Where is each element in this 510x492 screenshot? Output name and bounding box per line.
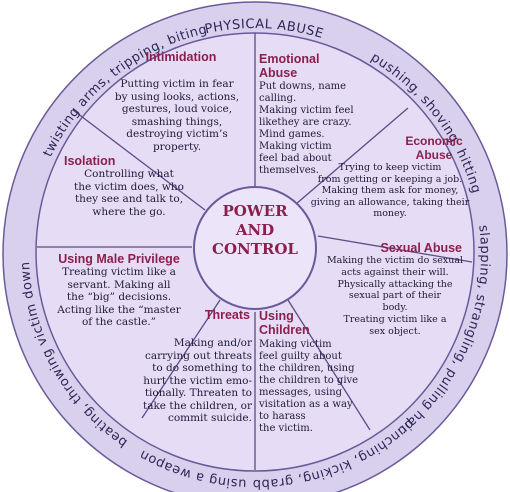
- segment-economic-abuse-title: Economic Abuse: [405, 134, 463, 162]
- segment-isolation-title: Isolation: [64, 154, 116, 168]
- center-disc: [193, 186, 317, 310]
- spokes: [37, 33, 473, 470]
- segment-intimidation-title: Intimidation: [145, 50, 217, 64]
- segment-economic-abuse: Economic Abuse Trying to keep victim fro…: [306, 134, 474, 220]
- segment-isolation-body: Controlling what the victim does, who th…: [74, 168, 184, 218]
- segment-using-children-body: Making victim feel guilty about the chil…: [259, 339, 359, 434]
- center-label: POWER AND CONTROL: [205, 202, 305, 259]
- segment-using-children-title: Using Children: [259, 309, 310, 337]
- segment-isolation: Isolation Controlling what the victim do…: [58, 154, 200, 218]
- spoke-top-left: [72, 109, 206, 211]
- segment-economic-abuse-body: Trying to keep victim from getting or ke…: [310, 162, 470, 219]
- spoke-bottom-right: [287, 299, 371, 431]
- segment-threats: Threats Making and/or carrying out threa…: [128, 308, 252, 425]
- segment-male-privilege-title: Using Male Privilege: [58, 252, 180, 266]
- center-line-2: AND: [235, 221, 275, 239]
- segment-sexual-abuse-body: Making the victim do sexual acts against…: [326, 255, 464, 337]
- segment-threats-body: Making and/or carrying out threats to do…: [142, 337, 252, 424]
- segment-sexual-abuse-title: Sexual Abuse: [380, 241, 462, 255]
- segment-threats-title: Threats: [204, 308, 250, 322]
- segment-intimidation: Intimidation Putting victim in fear by u…: [102, 50, 252, 153]
- segment-emotional-abuse-body: Put downs, name calling. Making victim f…: [259, 81, 354, 176]
- segment-intimidation-body: Putting victim in fear by using looks, a…: [114, 78, 240, 153]
- spoke-bottom-left: [141, 299, 221, 419]
- segment-male-privilege: Using Male Privilege Treating victim lik…: [44, 252, 194, 329]
- center-line-3: CONTROL: [212, 240, 298, 258]
- segment-sexual-abuse: Sexual Abuse Making the victim do sexual…: [320, 241, 470, 338]
- segment-emotional-abuse: Emotional Abuse Put downs, name calling.…: [259, 52, 379, 177]
- segment-male-privilege-body: Treating victim like a servant. Making a…: [57, 266, 181, 328]
- spoke-top-right: [295, 107, 409, 205]
- segment-emotional-abuse-title: Emotional Abuse: [259, 52, 320, 80]
- segment-using-children: Using Children Making victim feel guilty…: [259, 309, 379, 435]
- center-line-1: POWER: [222, 202, 288, 220]
- spoke-right: [317, 235, 473, 263]
